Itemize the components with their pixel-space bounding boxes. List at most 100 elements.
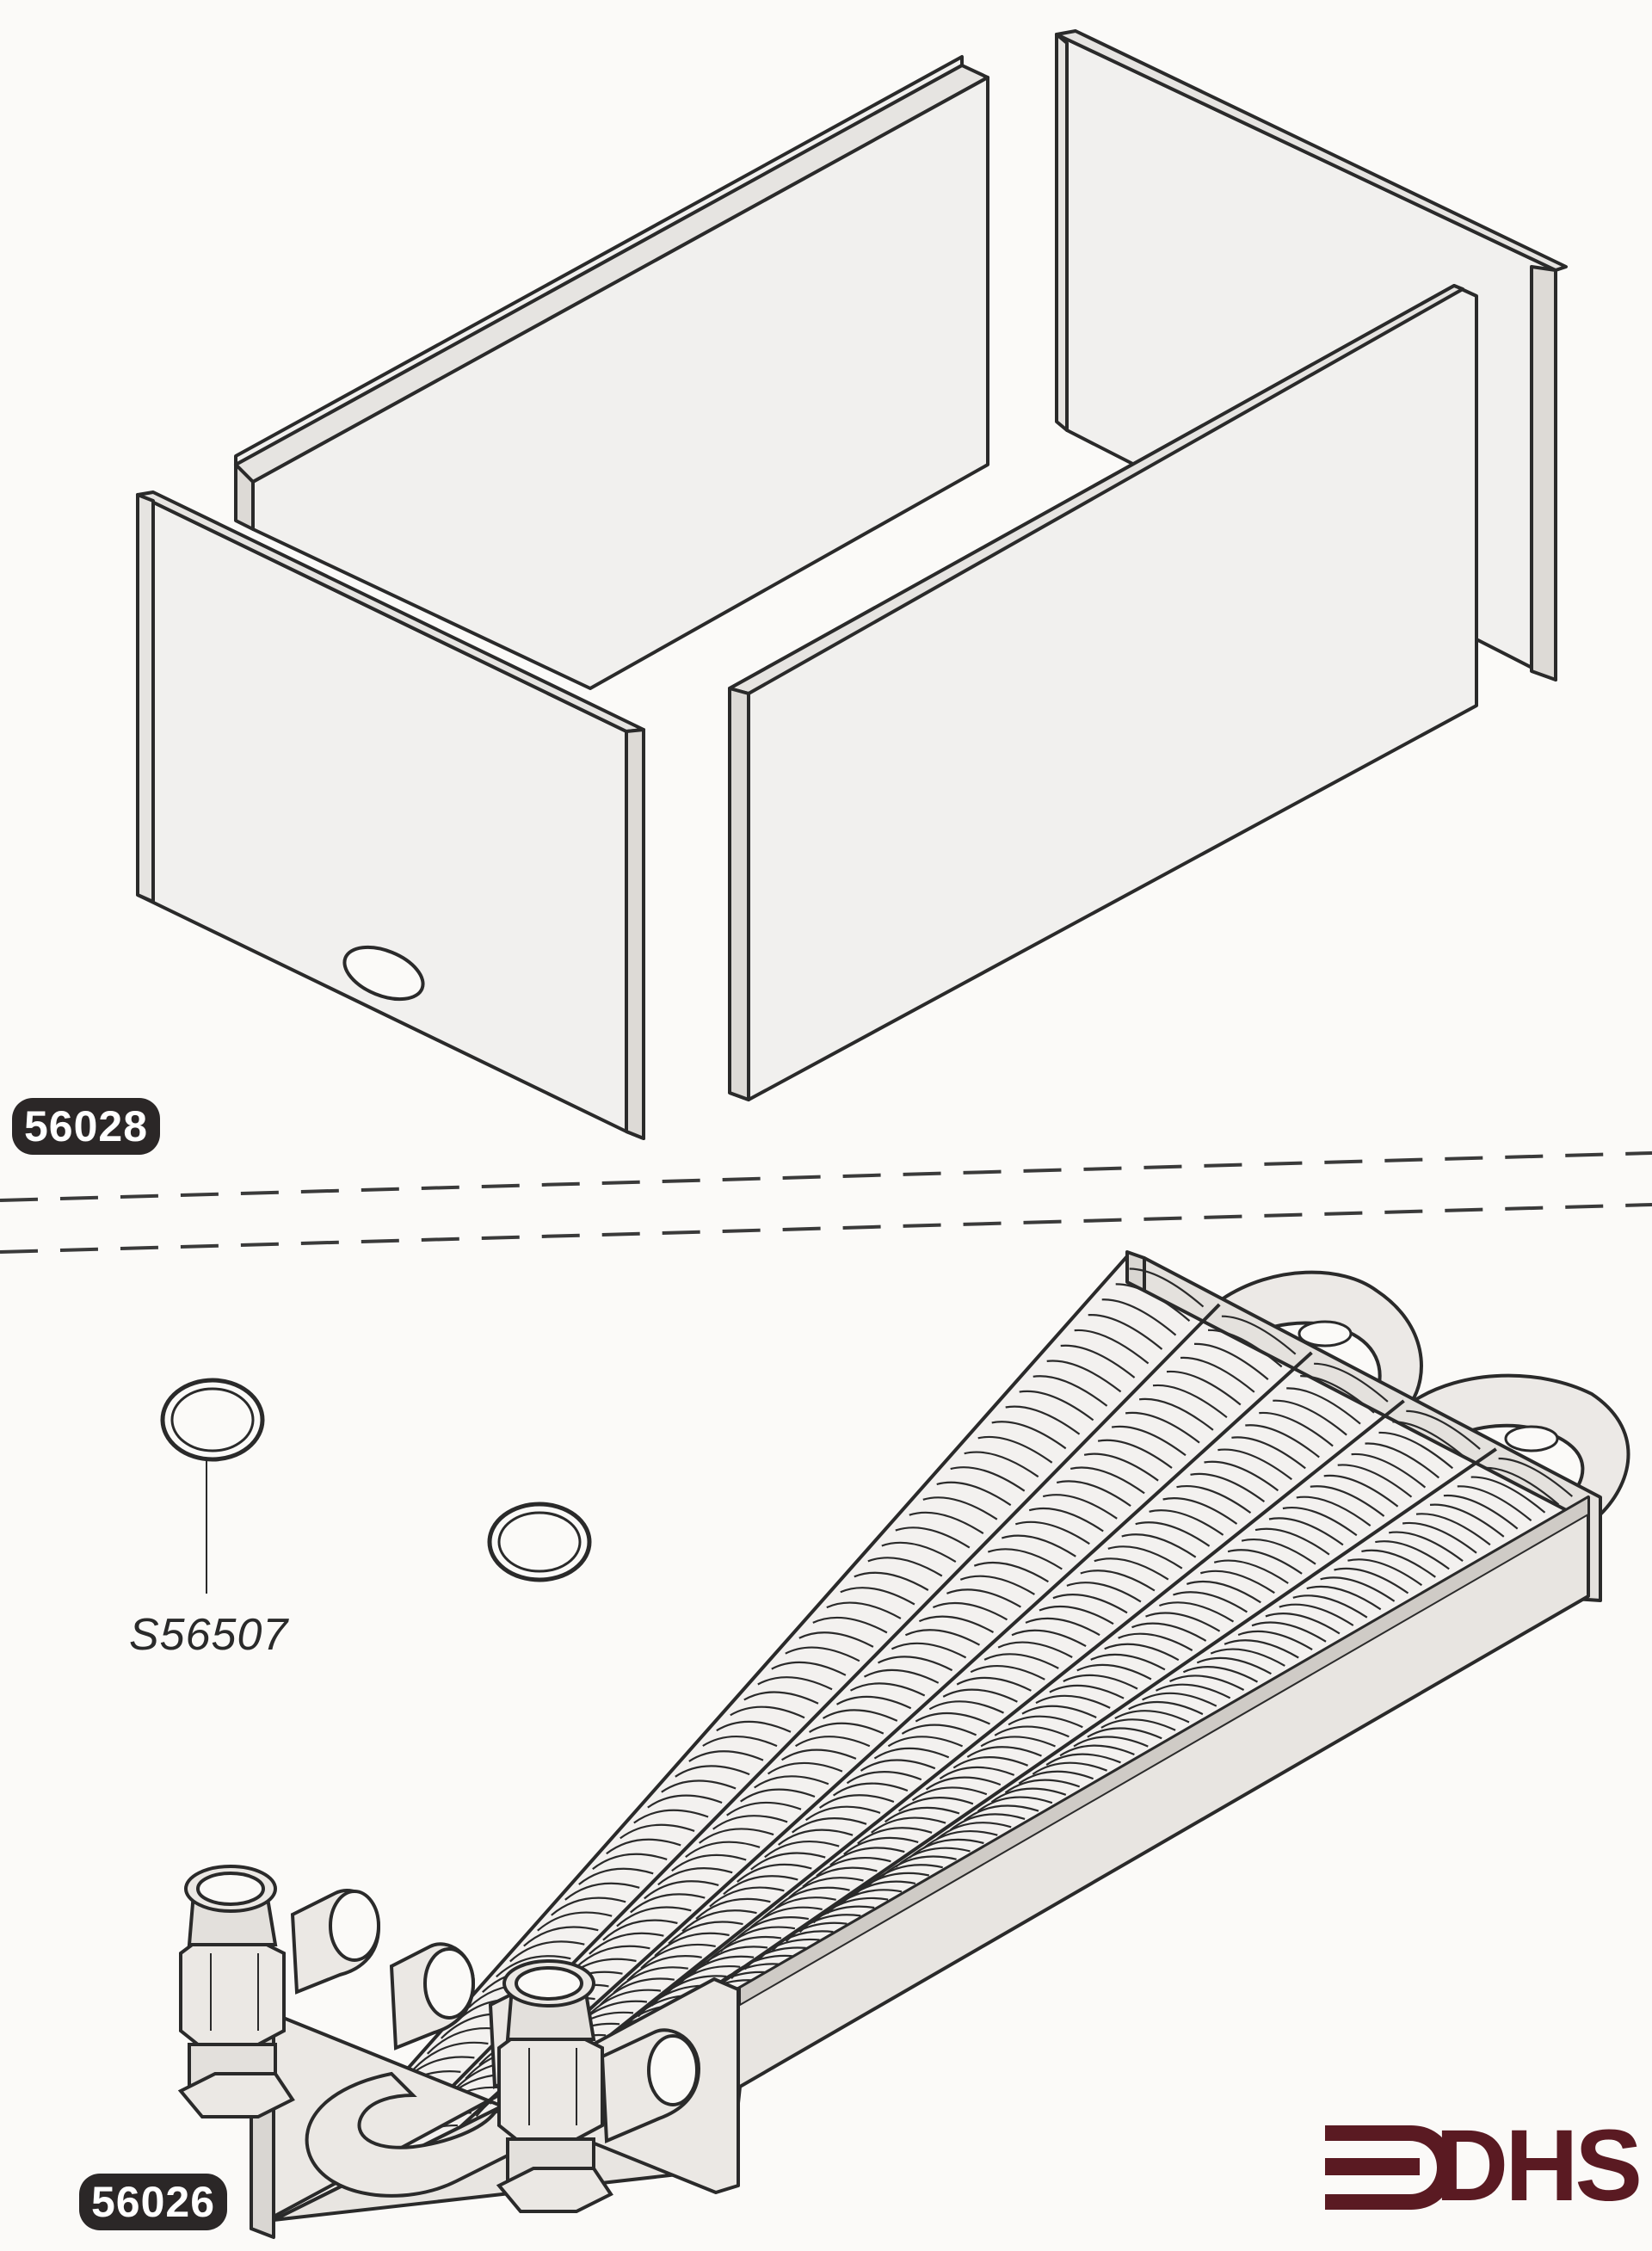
- fin: [723, 1875, 798, 1896]
- fin: [843, 1836, 919, 1855]
- fin: [1190, 1472, 1266, 1502]
- fin: [1152, 1384, 1228, 1419]
- heat-exchanger: [250, 1250, 1630, 2239]
- tube-groove: [552, 1399, 1405, 2082]
- fin: [1259, 1411, 1334, 1447]
- panel-back-left: [234, 55, 989, 690]
- fin: [942, 1688, 1018, 1703]
- fin: [1406, 1409, 1481, 1450]
- fin: [936, 1481, 1012, 1507]
- fin: [620, 1823, 695, 1840]
- fin: [537, 1911, 613, 1932]
- fin: [754, 1775, 829, 1789]
- fin: [640, 1943, 716, 1970]
- fin: [895, 1847, 971, 1868]
- fin: [699, 1828, 774, 1844]
- fin: [1196, 1656, 1272, 1675]
- fin: [964, 1804, 1039, 1822]
- fin: [909, 1511, 984, 1535]
- fin: [1080, 1570, 1156, 1592]
- fin: [936, 1822, 1012, 1841]
- fin: [977, 1796, 1053, 1812]
- fin: [688, 1750, 764, 1762]
- fin: [671, 1853, 747, 1872]
- fin: [816, 1856, 891, 1878]
- fin: [709, 1886, 785, 1908]
- fin: [1045, 1753, 1121, 1767]
- fin: [939, 1766, 1015, 1780]
- fin: [922, 1829, 998, 1850]
- fin: [788, 1877, 864, 1899]
- fin: [1111, 1425, 1187, 1457]
- fin: [792, 1817, 867, 1834]
- fin: [1149, 1509, 1224, 1536]
- fin: [1001, 1534, 1076, 1557]
- fin: [692, 1946, 768, 1974]
- fin: [685, 1841, 761, 1858]
- fin: [946, 1588, 1021, 1608]
- fin: [1457, 1485, 1532, 1522]
- fin: [973, 1561, 1049, 1583]
- fin: [1484, 1466, 1560, 1506]
- fin: [1292, 1594, 1368, 1619]
- fin: [1245, 1424, 1320, 1459]
- fin: [1100, 1718, 1176, 1731]
- fin: [950, 1466, 1026, 1492]
- fin: [1056, 1480, 1131, 1508]
- fin: [849, 1682, 926, 1697]
- fin: [871, 1816, 946, 1834]
- fin: [840, 1587, 915, 1606]
- part-code-o-ring: S56507: [129, 1610, 289, 1660]
- fin: [1114, 1710, 1190, 1724]
- fin: [928, 1700, 1004, 1714]
- fin: [1241, 1538, 1316, 1565]
- fin: [1296, 1496, 1372, 1526]
- fin: [1429, 1503, 1505, 1538]
- fin: [1011, 1629, 1087, 1648]
- fin: [523, 1926, 599, 1947]
- fin: [846, 1771, 922, 1785]
- fin: [1049, 1684, 1125, 1699]
- fin: [1156, 1683, 1231, 1699]
- fin: [1035, 1694, 1111, 1709]
- fin: [964, 1451, 1039, 1478]
- fin: [657, 1867, 733, 1886]
- fin: [826, 1601, 902, 1619]
- fin: [681, 1909, 757, 1933]
- fin: [1251, 1621, 1327, 1643]
- fin: [771, 1661, 847, 1676]
- fin: [878, 1656, 953, 1672]
- part-code-insulation-panels: 56028: [12, 1098, 161, 1155]
- fin: [970, 1664, 1045, 1681]
- fin: [599, 1977, 675, 2007]
- fin: [668, 1921, 743, 1945]
- fin: [854, 1872, 930, 1896]
- fin: [778, 1829, 854, 1846]
- fin: [1094, 1557, 1169, 1581]
- fin: [630, 1893, 706, 1914]
- fin: [1039, 1605, 1114, 1625]
- fin: [1118, 1632, 1193, 1651]
- fin: [795, 1736, 871, 1748]
- fin: [1320, 1576, 1396, 1602]
- fin: [1224, 1639, 1299, 1659]
- fin: [932, 1601, 1008, 1621]
- fin: [809, 1722, 885, 1735]
- fin: [716, 1720, 792, 1733]
- fin: [702, 1735, 778, 1748]
- fin: [1227, 1549, 1303, 1575]
- fin: [606, 1838, 681, 1855]
- fin: [1032, 1375, 1108, 1407]
- fin: [733, 1916, 809, 1942]
- fin: [854, 1571, 929, 1591]
- fin: [1186, 1580, 1261, 1604]
- fin: [1021, 1705, 1097, 1718]
- fin: [1231, 1436, 1306, 1470]
- fin: [840, 1880, 916, 1905]
- fin: [881, 1855, 957, 1878]
- fin: [1014, 1520, 1090, 1545]
- fin: [1351, 1452, 1427, 1489]
- fin: [835, 1695, 912, 1710]
- fin: [1073, 1736, 1149, 1748]
- dashed-line-lower: [0, 1203, 1652, 1254]
